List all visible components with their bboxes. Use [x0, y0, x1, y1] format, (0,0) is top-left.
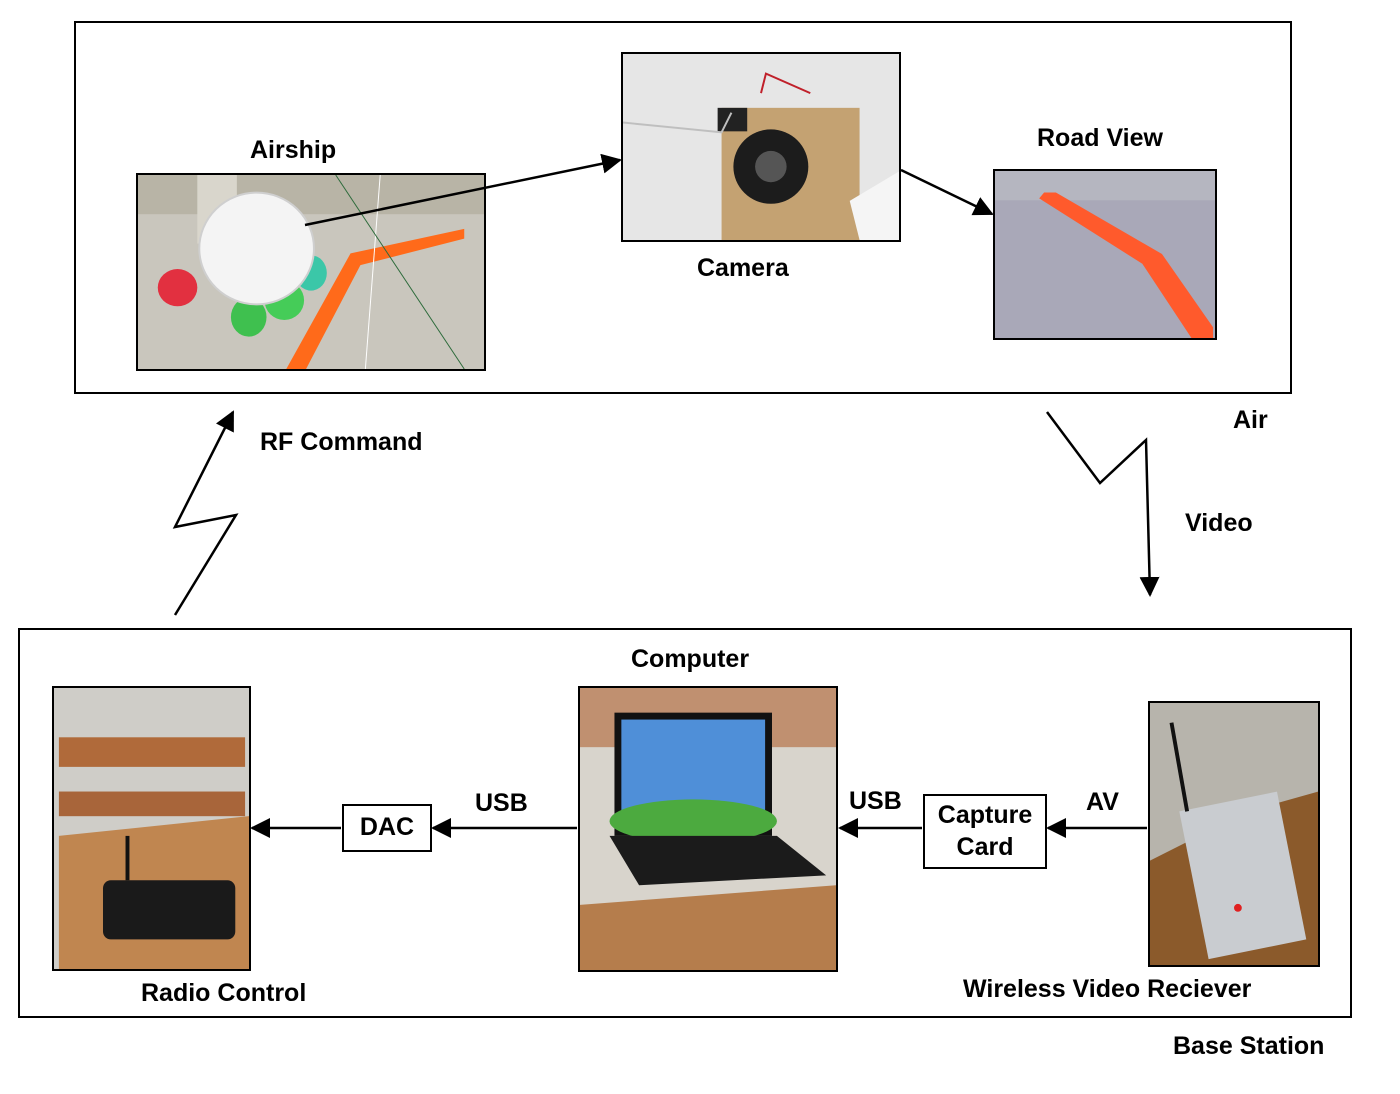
wireless-receiver-photo	[1148, 701, 1320, 967]
av-label: AV	[1086, 788, 1119, 816]
road-view-photo	[993, 169, 1217, 340]
road-view-label: Road View	[1037, 124, 1163, 152]
dac-label: DAC	[359, 813, 415, 842]
wireless-receiver-label: Wireless Video Reciever	[963, 975, 1252, 1003]
base-station-label: Base Station	[1173, 1032, 1325, 1060]
dac-box: DAC	[342, 804, 432, 852]
video-zigzag	[1045, 411, 1160, 597]
video-label: Video	[1185, 509, 1253, 537]
rf-command-zigzag	[172, 410, 239, 616]
base-station-box	[18, 628, 1352, 1018]
rf-command-label: RF Command	[260, 428, 423, 456]
airship-label: Airship	[250, 136, 337, 164]
air-label: Air	[1233, 406, 1268, 434]
radio-control-label: Radio Control	[141, 979, 307, 1007]
arrow-camera-to-road-view	[900, 168, 994, 216]
radio-control-photo	[52, 686, 251, 971]
capture-card-label-line2: Card	[956, 832, 1014, 861]
computer-label: Computer	[631, 645, 750, 673]
computer-photo	[578, 686, 838, 972]
capture-card-label-line1: Capture	[937, 801, 1033, 830]
camera-photo	[621, 52, 901, 242]
usb-right-label: USB	[849, 787, 902, 815]
arrow-airship-to-camera	[304, 153, 622, 227]
camera-label: Camera	[697, 254, 789, 282]
airship-photo	[136, 173, 486, 371]
air-subsystem-box	[74, 21, 1292, 394]
usb-left-label: USB	[475, 789, 528, 817]
